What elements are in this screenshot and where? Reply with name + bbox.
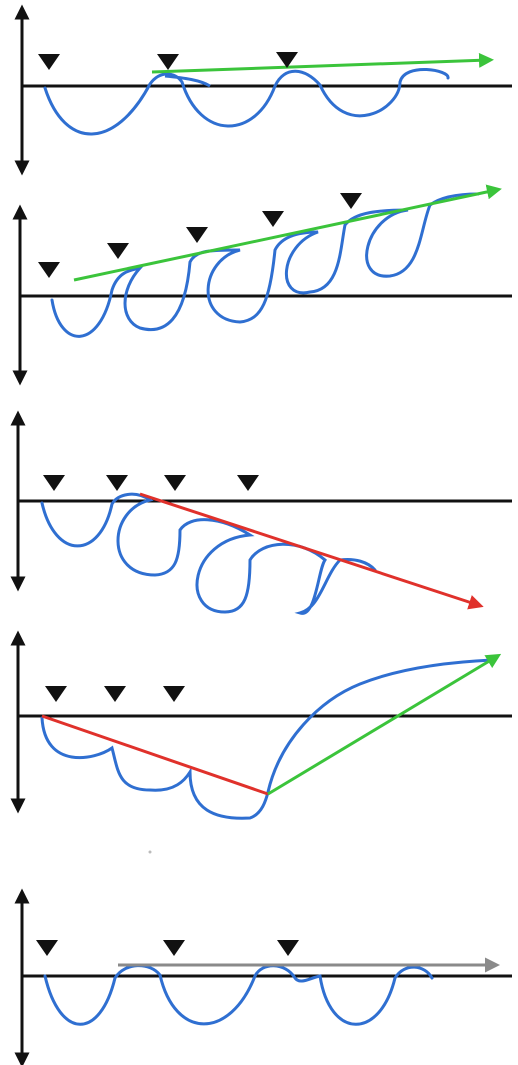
eye-marker-icon <box>277 940 299 956</box>
wave-curve <box>40 658 494 820</box>
trend-arrow-up <box>73 184 502 282</box>
eye-marker-icon <box>163 686 185 702</box>
eye-marker-icon <box>104 686 126 702</box>
eye-marker-icon <box>164 475 186 491</box>
panel-4 <box>10 630 512 820</box>
wave-curve <box>43 67 450 136</box>
panel-3 <box>10 410 512 615</box>
eye-marker-icon <box>262 211 284 227</box>
eye-marker-icon <box>38 262 60 278</box>
trend-arrow-up <box>267 653 502 796</box>
trend-arrow-down <box>139 492 484 610</box>
stray-dot <box>148 850 152 854</box>
eye-marker-icon <box>43 475 65 491</box>
wave-curve <box>50 192 480 338</box>
eye-marker-icon <box>36 940 58 956</box>
trend-line-down <box>41 714 269 796</box>
panel-5 <box>14 888 512 1065</box>
panel-2 <box>12 184 512 386</box>
eye-marker-icon <box>45 686 67 702</box>
wave-curve <box>43 964 434 1026</box>
panel-1 <box>14 4 512 176</box>
wave-curve-tail <box>164 74 211 88</box>
trend-arrow-up <box>151 52 494 74</box>
eye-marker-icon <box>163 940 185 956</box>
eye-marker-icon <box>106 475 128 491</box>
eye-marker-icon <box>38 54 60 70</box>
eye-marker-icon <box>186 227 208 243</box>
eye-marker-icon <box>340 193 362 209</box>
eye-marker-icon <box>276 52 298 68</box>
eye-marker-icon <box>157 54 179 70</box>
eye-marker-icon <box>237 475 259 491</box>
eye-marker-icon <box>107 243 129 259</box>
